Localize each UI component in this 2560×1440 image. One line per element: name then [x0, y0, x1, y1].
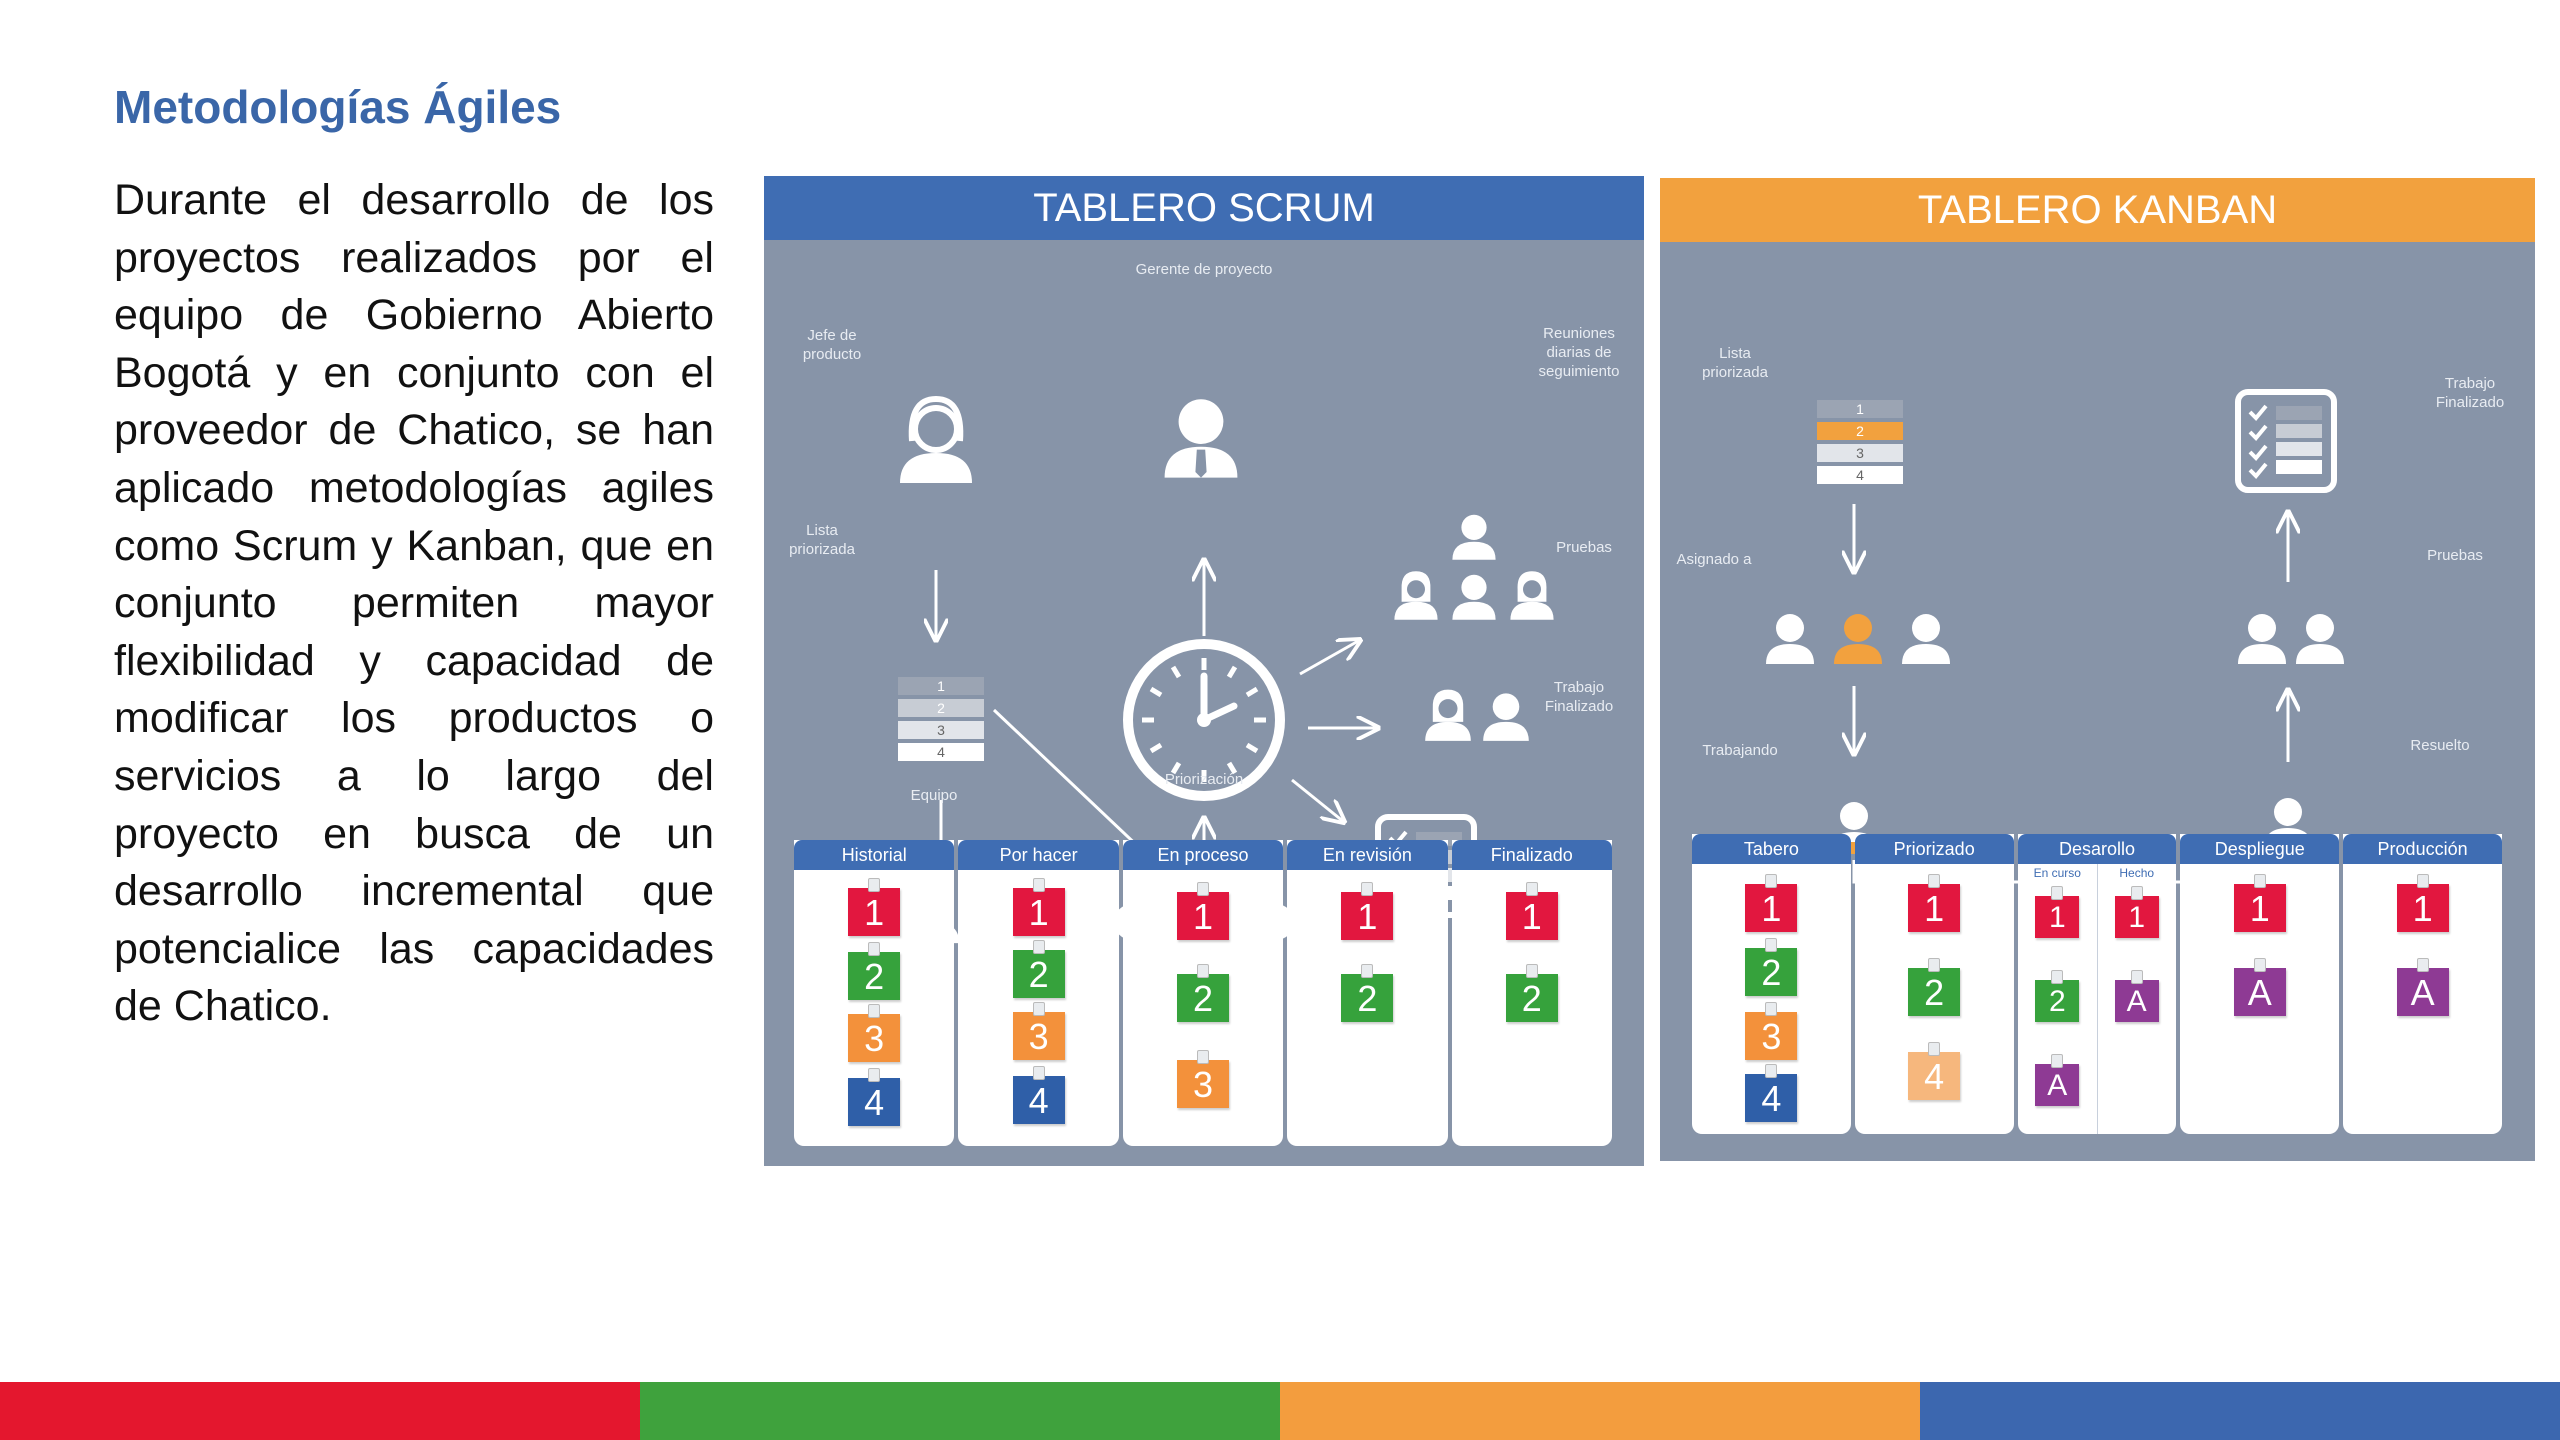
- sticky-note: 4: [1908, 1042, 1961, 1100]
- board-column-header: Desarollo: [2017, 834, 2177, 864]
- sticky-note: 1: [1745, 874, 1798, 932]
- sticky-note: 1: [848, 878, 901, 936]
- scrum-board: TABLERO SCRUM: [764, 176, 1644, 1166]
- sticky-note: 2: [848, 942, 901, 1000]
- sticky-note: 4: [1745, 1064, 1798, 1122]
- kanban-board-title: TABLERO KANBAN: [1660, 178, 2535, 242]
- sticky-note: 3: [848, 1004, 901, 1062]
- board-column-header: Despliegue: [2180, 834, 2340, 864]
- project-manager-icon: [1164, 399, 1238, 478]
- sticky-note: 3: [1012, 1002, 1065, 1060]
- sticky-note: 1: [1176, 882, 1229, 940]
- kanban-list-number: 4: [1856, 467, 1864, 483]
- sticky-note: 1: [2396, 874, 2449, 932]
- sticky-note: 3: [1176, 1050, 1229, 1108]
- sticky-note: 4: [1012, 1066, 1065, 1124]
- board-column-header: Priorizado: [1854, 834, 2014, 864]
- sticky-note: 1: [2233, 874, 2286, 932]
- slide-title: Metodologías Ágiles: [114, 81, 562, 133]
- board-column-header: En revisión: [1287, 840, 1448, 870]
- kanban-list-number: 1: [1856, 401, 1864, 417]
- sticky-note: 2: [1176, 964, 1229, 1022]
- scrum-list-number: 4: [937, 744, 945, 760]
- board-column: Priorizado 1 2 4: [1854, 834, 2014, 1134]
- clock-icon: [1123, 639, 1285, 801]
- footer-segment: [0, 1382, 640, 1440]
- board-column: En revisión 1 2: [1287, 840, 1448, 1146]
- kanban-label-assigned: Asignado a: [1676, 551, 1752, 568]
- sticky-note: 2: [2035, 970, 2080, 1022]
- sticky-note: 2: [1505, 964, 1558, 1022]
- board-column: Finalizado 1 2: [1451, 840, 1612, 1146]
- sticky-note: A: [2233, 958, 2286, 1016]
- board-column-header: En proceso: [1122, 840, 1284, 870]
- board-column: En proceso 1 2 3: [1122, 840, 1284, 1146]
- sticky-note: 4: [848, 1068, 901, 1126]
- label-project-manager: Gerente de proyecto: [1135, 261, 1273, 278]
- board-subcolumn-header: Hecho: [2119, 866, 2155, 880]
- sticky-note: 2: [1745, 938, 1798, 996]
- label-prioritization: Priorización: [1164, 771, 1244, 788]
- body-text: Durante el desarrollo de los proyectos r…: [114, 176, 714, 1031]
- board-column-header: Por hacer: [958, 840, 1119, 870]
- scrum-list-number: 3: [937, 722, 945, 738]
- kanban-flow-arrows: [1854, 504, 2288, 884]
- sticky-note: 2: [1908, 958, 1961, 1016]
- board-column-header: Historial: [794, 840, 955, 870]
- priority-list-icon: 1 2 3 4: [898, 677, 984, 761]
- kanban-label-working: Trabajando: [1702, 742, 1778, 759]
- kanban-label-tests: Pruebas: [2427, 547, 2483, 564]
- scrum-board-title: TABLERO SCRUM: [764, 176, 1644, 240]
- kanban-board: TABLERO KANBAN 1 2 3 4: [1660, 178, 2535, 1161]
- board-column-header: Producción: [2343, 834, 2502, 864]
- label-product-owner: Jefe de producto: [802, 327, 862, 363]
- sticky-note: A: [2114, 970, 2159, 1022]
- kanban-priority-list-icon: 1 2 3 4: [1817, 400, 1903, 484]
- kanban-label-work-done: Trabajo Finalizado: [2435, 375, 2505, 411]
- label-priority-list: Lista priorizada: [789, 522, 855, 558]
- kanban-label-priority-list: Lista priorizada: [1702, 345, 1768, 381]
- sticky-note: 1: [1505, 882, 1558, 940]
- kanban-list-number: 3: [1856, 445, 1864, 461]
- sticky-note: 2: [1341, 964, 1394, 1022]
- tests-people-icon: [1425, 689, 1529, 741]
- sticky-note: 1: [1341, 882, 1394, 940]
- label-tests: Pruebas: [1556, 539, 1612, 556]
- assigned-people-icon: [1766, 614, 1950, 664]
- scrum-list-number: 1: [937, 678, 945, 694]
- scrum-list-number: 2: [937, 700, 945, 716]
- footer-color-bar: [0, 1382, 2560, 1440]
- sticky-note: 2: [1012, 940, 1065, 998]
- footer-segment: [1280, 1382, 1920, 1440]
- kanban-tests-people-icon: [2238, 614, 2344, 664]
- sticky-note: 1: [2114, 886, 2159, 938]
- sticky-note: A: [2396, 958, 2449, 1016]
- board-subcolumn-header: En curso: [2033, 866, 2081, 880]
- kanban-label-resolved: Resuelto: [2410, 737, 2470, 754]
- sticky-note: 1: [1908, 874, 1961, 932]
- label-team: Equipo: [910, 787, 958, 804]
- daily-meeting-people-icon: [1394, 514, 1554, 620]
- kanban-list-number: 2: [1856, 423, 1864, 439]
- board-column-header: Tabero: [1692, 834, 1851, 864]
- sticky-note: 1: [1012, 878, 1065, 936]
- sticky-note: 1: [2035, 886, 2080, 938]
- footer-segment: [1920, 1382, 2560, 1440]
- footer-segment: [640, 1382, 1280, 1440]
- board-column-header: Finalizado: [1451, 840, 1612, 870]
- sticky-note: 3: [1745, 1002, 1798, 1060]
- label-work-done: Trabajo Finalizado: [1544, 679, 1614, 715]
- sticky-note: A: [2035, 1054, 2080, 1106]
- product-owner-icon: [900, 395, 972, 483]
- label-daily-meetings: Reuniones diarias de seguimiento: [1538, 325, 1620, 380]
- kanban-work-done-checklist-icon: [2235, 389, 2337, 493]
